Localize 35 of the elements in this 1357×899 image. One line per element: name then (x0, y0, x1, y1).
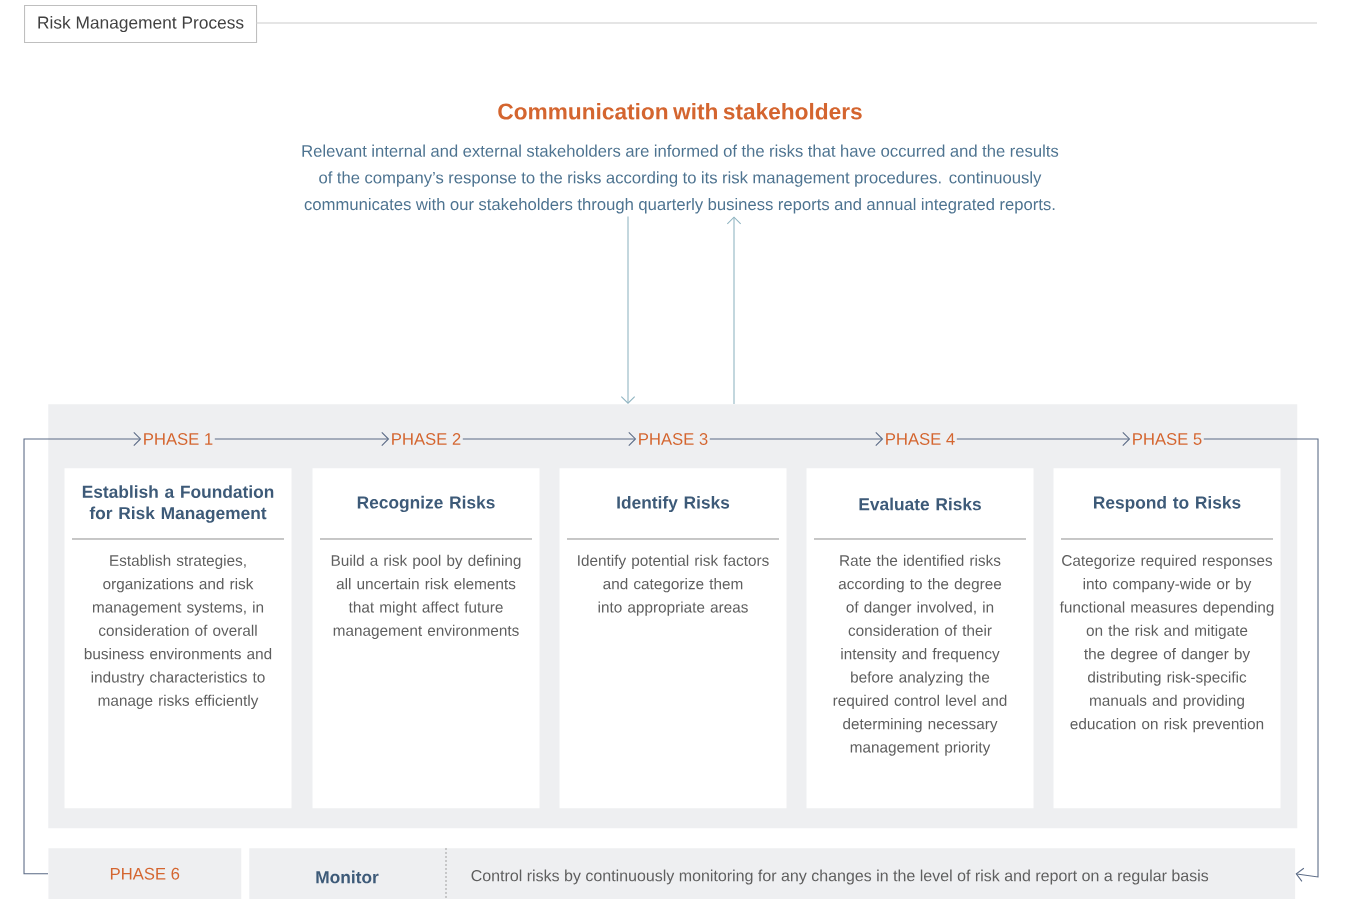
card-title: Recognize Risks (357, 495, 495, 513)
card-description: Categorize required responses into company-wide or by functional measures depending on the risk and mitigate the degree of danger by distributing risk-specific manuals and providing education on risk prevention (1059, 554, 1274, 733)
monitor-bar (249, 847, 1296, 899)
card-title: Identify Risks (617, 495, 730, 513)
section-heading: Communication with stakeholders (498, 102, 862, 120)
phase-label: PHASE 5 (1133, 433, 1202, 445)
title-box: Risk Management Process (24, 5, 258, 44)
card-description: Identify potential risk factors and categorize them into appropriate areas (578, 554, 769, 616)
paragraph: Relevant internal and external stakeholders are informed of the risks that have occurred and the results of the company’s response to the risks according to its risk management procedures. continuously communicates with our stakeholders through quarterly business reports and annual integrated reports. (302, 144, 1059, 214)
card-title: Establish a Foundation for Risk Management (82, 485, 274, 523)
phase-card (64, 468, 292, 809)
phase-label: PHASE 1 (144, 433, 213, 445)
arrow (23, 431, 142, 875)
arrow (956, 431, 1131, 447)
phase-label: PHASE 3 (639, 433, 708, 445)
card-description: Build a risk pool by defining all uncertain risk elements that might affect future management environments (331, 554, 521, 639)
arrow (462, 431, 637, 447)
arrow (726, 216, 742, 405)
phase-card (559, 468, 787, 809)
arrow (1203, 438, 1319, 882)
phase-label: PHASE 2 (392, 433, 461, 445)
arrow (214, 431, 390, 447)
arrow (709, 431, 884, 447)
phase-card (1053, 468, 1281, 809)
phase-label: PHASE 6 (48, 848, 242, 899)
phase-card (312, 468, 540, 809)
card-description: Rate the identified risks according to the degree of danger involved, in consideration of their intensity and frequency before analyzing the required control level and determining necessary management priority (833, 554, 1007, 756)
card-title: Respond to Risks (1094, 495, 1241, 513)
phase-label: PHASE 4 (886, 433, 955, 445)
phase-card (806, 468, 1034, 809)
card-title: Evaluate Risks (859, 497, 981, 511)
step-description: Control risks by continuously monitoring for any changes in the level of risk and report on a regular basis (471, 869, 1209, 885)
arrow (620, 215, 636, 404)
step-name: Monitor (316, 870, 379, 884)
card-description: Establish strategies, organizations and risk management systems, in consideration of overall business environments and industry characteristics to manage risks efficiently (84, 554, 272, 709)
